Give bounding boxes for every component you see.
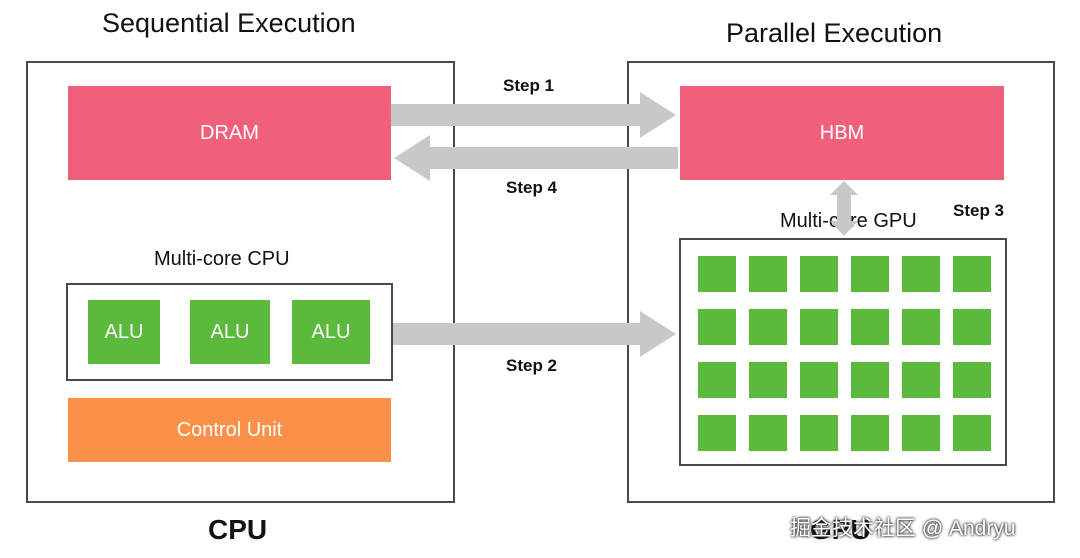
- gpu-core: [698, 415, 736, 451]
- gpu-core: [953, 256, 991, 292]
- gpu-core: [749, 309, 787, 345]
- step3-arrow: [830, 181, 858, 236]
- gpu-core: [953, 415, 991, 451]
- watermark: 掘金技术社区 @ Andryu: [790, 517, 1016, 540]
- alu-3: ALU: [292, 300, 370, 364]
- gpu-core: [800, 362, 838, 398]
- sequential-execution-title: Sequential Execution: [102, 8, 356, 38]
- gpu-core: [902, 362, 940, 398]
- step2-arrow: [393, 311, 676, 357]
- gpu-core: [851, 415, 889, 451]
- alu-2: ALU: [190, 300, 270, 364]
- gpu-core: [902, 415, 940, 451]
- step3-label: Step 3: [953, 201, 1005, 220]
- gpu-core: [800, 309, 838, 345]
- gpu-core: [698, 256, 736, 292]
- gpu-core: [800, 256, 838, 292]
- gpu-core: [851, 256, 889, 292]
- gpu-label: GPU: [810, 514, 871, 545]
- gpu-core: [851, 362, 889, 398]
- gpu-core: [749, 415, 787, 451]
- gpu-core: [902, 309, 940, 345]
- gpu-core: [749, 362, 787, 398]
- step2-label: Step 2: [506, 356, 558, 375]
- gpu-core: [698, 362, 736, 398]
- hbm-box: HBM: [680, 86, 1004, 180]
- gpu-core: [800, 415, 838, 451]
- gpu-core: [902, 256, 940, 292]
- gpu-core-grid: [679, 238, 1007, 466]
- alu-1: ALU: [88, 300, 160, 364]
- gpu-core: [749, 256, 787, 292]
- gpu-core: [953, 362, 991, 398]
- gpu-core: [698, 309, 736, 345]
- step1-arrow: [391, 92, 676, 138]
- gpu-core: [851, 309, 889, 345]
- parallel-execution-title: Parallel Execution: [726, 18, 943, 48]
- multi-core-cpu-label: Multi-core CPU: [154, 248, 290, 270]
- gpu-core: [953, 309, 991, 345]
- control-unit-box: Control Unit: [68, 398, 391, 462]
- dram-box: DRAM: [68, 86, 391, 180]
- cpu-label: CPU: [208, 514, 268, 545]
- step4-arrow: [394, 135, 678, 181]
- step1-label: Step 1: [503, 76, 555, 95]
- alu-group: [66, 283, 393, 381]
- step4-label: Step 4: [506, 178, 558, 197]
